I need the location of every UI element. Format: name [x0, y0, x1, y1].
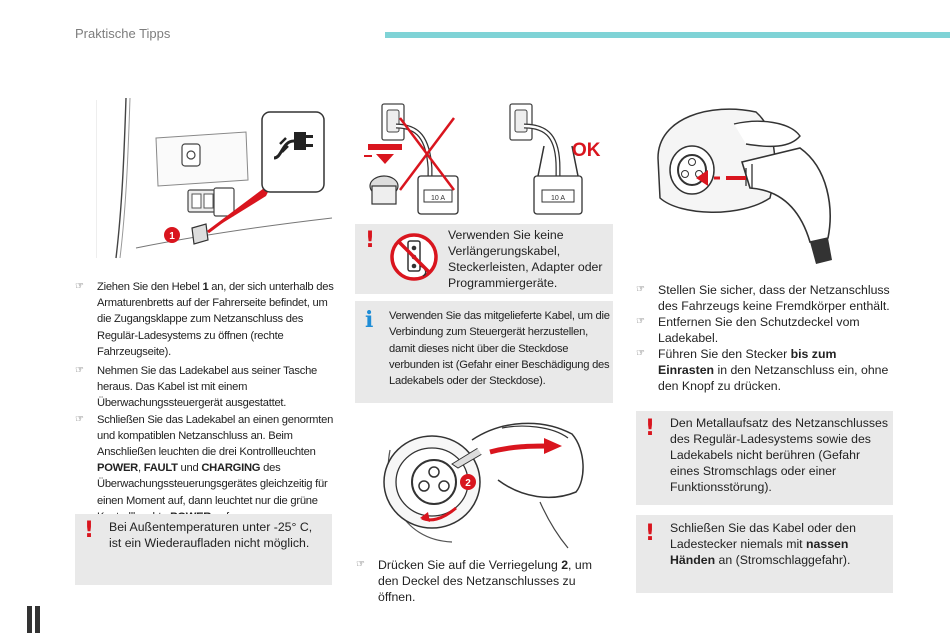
emphasized-text: 1 — [202, 281, 209, 293]
callout-number-2: 2 — [465, 478, 471, 489]
text-run: Bei Außentemperaturen unter -25° C, ist … — [109, 520, 313, 550]
ok-label: OK — [572, 140, 601, 161]
text-run: , um den Deckel des Netzanschlusses zu ö… — [378, 558, 592, 604]
text-run: an (Stromschlaggefahr). — [715, 553, 851, 567]
right-instructions: ☞ Stellen Sie sicher, dass der Netzanschl… — [636, 282, 894, 394]
extension-cable-warning-box: ! Verwenden Sie keine Verlängerungskabel… — [355, 224, 613, 294]
hand-pointer-icon: ☞ — [636, 348, 645, 359]
text-run: Führen Sie den Stecker — [658, 347, 791, 361]
instruction-step: ☞ Entfernen Sie den Schutzdeckel vom Lade… — [636, 314, 894, 346]
info-text: Verwenden Sie das mitgelieferte Kabel, u… — [389, 308, 611, 389]
text-run: Schließen Sie das Ladekabel an einen gen… — [97, 413, 334, 459]
warning-text: Verwenden Sie keine Verlängerungskabel, … — [448, 227, 608, 291]
emphasized-text: bis zum Einrasten — [658, 347, 837, 377]
warning-icon: ! — [645, 521, 656, 546]
header-accent-bar — [385, 32, 950, 38]
warning-text: Schließen Sie das Kabel oder den Ladeste… — [670, 520, 888, 568]
text-run: Drücken Sie auf die Verriegelung — [378, 558, 562, 572]
hand-pointer-icon: ☞ — [636, 284, 645, 295]
instruction-step: ☞ Ziehen Sie den Hebel 1 an, der sich unt… — [75, 279, 337, 360]
text-run: , — [138, 462, 144, 475]
instruction-step: ☞ Nehmen Sie das Ladekabel aus seiner Tas… — [75, 363, 337, 412]
text-run: Entfernen Sie den Schutzdeckel vom Ladek… — [658, 315, 860, 345]
warning-icon: ! — [365, 228, 376, 253]
hand-pointer-icon: ☞ — [636, 316, 645, 327]
instruction-step: ☞ Drücken Sie auf die Verriegelung 2, um … — [356, 557, 610, 605]
warning-text: Den Metallaufsatz des Netzanschlusses de… — [670, 415, 892, 495]
text-run: Verwenden Sie das mitgelieferte Kabel, u… — [389, 310, 610, 388]
emphasized-text: POWER — [97, 462, 139, 475]
emphasized-text: CHARGING — [201, 462, 261, 475]
no-power-strip-icon — [390, 233, 438, 281]
text-run: an, der sich unterhalb des Armaturenbret… — [97, 281, 334, 358]
text-run: und — [177, 462, 202, 475]
page-tab-marker — [35, 606, 40, 633]
emphasized-text: nassen Händen — [670, 537, 849, 567]
text-run: des Überwachungssteuerungsgerätes gleich… — [97, 462, 328, 523]
callout-number-1: 1 — [169, 231, 175, 242]
text-run: Stellen Sie sicher, dass der Netzanschlu… — [658, 283, 890, 313]
hand-pointer-icon: ☞ — [75, 413, 84, 425]
wet-hands-warning-box: ! Schließen Sie das Kabel oder den Lades… — [636, 515, 893, 593]
instruction-step: ☞ Führen Sie den Stecker bis zum Einraste… — [636, 346, 894, 394]
middle-instructions: ☞ Drücken Sie auf die Verriegelung 2, um … — [356, 557, 610, 605]
warning-icon: ! — [84, 518, 95, 543]
metal-contact-warning-box: ! Den Metallaufsatz des Netzanschlusses … — [636, 411, 893, 505]
text-run: in den Netzanschluss ein, ohne den Knopf… — [658, 363, 889, 393]
socket-cover-illustration: 2 — [383, 422, 584, 549]
warning-icon: ! — [645, 416, 656, 441]
hand-pointer-icon: ☞ — [75, 281, 84, 292]
plug-icon — [273, 132, 313, 160]
page-tab-marker — [27, 606, 32, 633]
text-run: Ziehen Sie den Hebel — [97, 281, 203, 293]
warning-text: Bei Außentemperaturen unter -25° C, ist … — [109, 519, 327, 551]
svg-text:10 A: 10 A — [551, 195, 565, 202]
svg-text:10 A: 10 A — [431, 195, 445, 202]
hand-pointer-icon: ☞ — [75, 365, 84, 377]
text-run: Verwenden Sie keine Verlängerungskabel, … — [448, 228, 603, 290]
supplied-cable-info-box: i Verwenden Sie das mitgelieferte Kabel,… — [355, 301, 613, 403]
text-run: Den Metallaufsatz des Netzanschlusses de… — [670, 416, 889, 494]
temperature-warning-box: ! Bei Außentemperaturen unter -25° C, is… — [75, 514, 332, 585]
instruction-step: ☞ Schließen Sie das Ladekabel an einen ge… — [75, 412, 337, 525]
plug-insertion-illustration — [657, 108, 832, 264]
hand-pointer-icon: ☞ — [356, 559, 365, 570]
page-title: Praktische Tipps — [75, 26, 171, 41]
emphasized-text: FAULT — [143, 462, 178, 475]
left-instructions: ☞ Ziehen Sie den Hebel 1 an, der sich unt… — [75, 279, 337, 525]
instruction-step: ☞ Stellen Sie sicher, dass der Netzanschl… — [636, 282, 894, 314]
cable-usage-illustration: 10 A 10 A OK — [364, 103, 601, 215]
text-run: Schließen Sie das Kabel oder den Ladeste… — [670, 521, 856, 551]
charging-flap-illustration: 1 — [96, 98, 333, 259]
info-icon: i — [365, 307, 374, 333]
emphasized-text: 2 — [561, 558, 569, 572]
text-run: Nehmen Sie das Ladekabel aus seiner Tasc… — [97, 365, 318, 410]
